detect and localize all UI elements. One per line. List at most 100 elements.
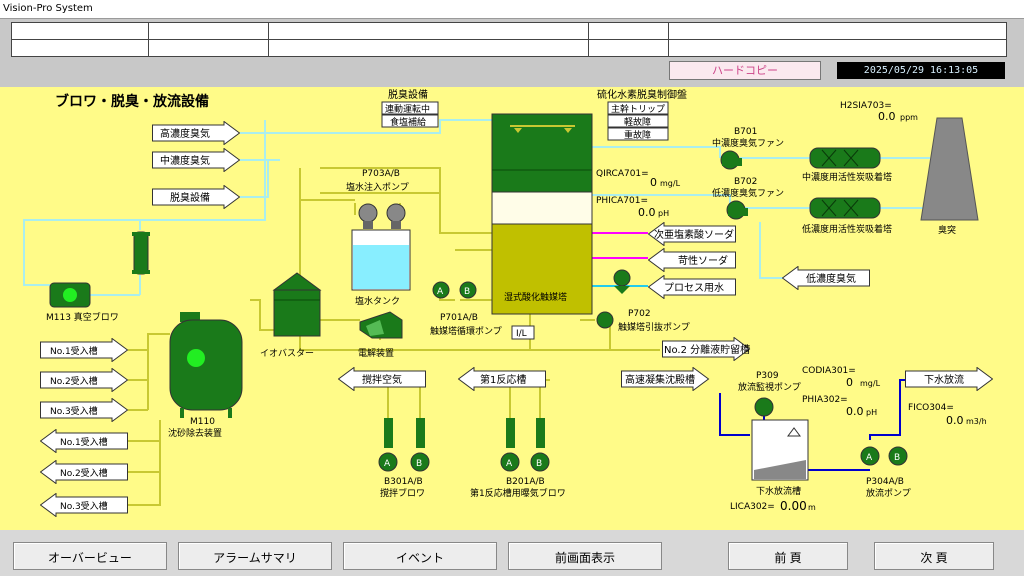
svg-text:B: B — [894, 453, 900, 463]
blower-b301a[interactable]: A — [378, 418, 398, 472]
event-button[interactable]: イベント — [343, 542, 497, 570]
chemical-pipes — [592, 232, 648, 259]
arrow-first-reactor[interactable]: 第1反応槽 — [458, 367, 546, 391]
svg-text:主幹トリップ: 主幹トリップ — [611, 103, 665, 115]
pump-p703a[interactable] — [358, 203, 378, 229]
low-conc-adsorber[interactable] — [809, 197, 881, 219]
arrow-recv-in-1[interactable]: No.1受入槽 — [40, 338, 128, 362]
p304-name: 放流ポンプ — [866, 487, 911, 499]
arrow-high-conc-air[interactable]: 高濃度臭気 — [152, 121, 240, 145]
grit-remover-m110[interactable] — [169, 312, 243, 418]
phia302-value: 0.0 — [846, 405, 864, 418]
arrow-sewer-discharge[interactable]: 下水放流 — [905, 367, 993, 391]
svg-text:B: B — [464, 287, 470, 297]
h2sia703-value: 0.0 — [878, 110, 896, 123]
arrow-process-water[interactable]: プロセス用水 — [648, 275, 736, 299]
svg-text:No.2 分離液貯留槽: No.2 分離液貯留槽 — [664, 343, 750, 356]
m110-tag: M110 — [190, 417, 215, 427]
b702-tag: B702 — [734, 177, 757, 187]
pump-p309[interactable] — [754, 397, 774, 417]
prev-screen-button[interactable]: 前画面表示 — [508, 542, 662, 570]
arrow-recv-out-3[interactable]: No.3受入槽 — [40, 493, 128, 517]
blower-b201a[interactable]: A — [500, 418, 520, 472]
b702-name: 低濃度臭気ファン — [712, 187, 784, 199]
arrow-recv-in-2[interactable]: No.2受入槽 — [40, 368, 128, 392]
prev-page-button[interactable]: 前 頁 — [728, 542, 848, 570]
arrow-high-speed-settle[interactable]: 高速凝集沈殿槽 — [620, 367, 710, 391]
il-interlock-button[interactable]: I/L — [511, 325, 535, 340]
pump-p304a[interactable]: A — [860, 446, 880, 466]
electrolyzer[interactable] — [359, 311, 403, 339]
arrow-no2-tank[interactable]: No.2 分離液貯留槽 — [661, 337, 751, 361]
electrolyzer-label: 電解装置 — [358, 347, 394, 359]
b201-tag: B201A/B — [506, 477, 545, 487]
arrow-recv-in-3[interactable]: No.3受入槽 — [40, 398, 128, 422]
svg-text:No.3受入槽: No.3受入槽 — [50, 405, 98, 417]
wet-oxidation-tower[interactable]: 湿式酸化触媒塔 — [491, 113, 593, 315]
svg-text:次亜塩素酸ソーダ: 次亜塩素酸ソーダ — [654, 228, 734, 241]
arrow-hypochlorite[interactable]: 次亜塩素酸ソーダ — [648, 222, 736, 246]
svg-text:下水放流: 下水放流 — [924, 373, 964, 386]
discharge-tank-label: 下水放流槽 — [756, 485, 801, 497]
brine-tank[interactable] — [351, 229, 411, 291]
p304-tag: P304A/B — [866, 477, 904, 487]
air-duct-lines — [23, 119, 930, 296]
codia301-value: 0 — [846, 376, 853, 389]
fan-b701[interactable] — [720, 150, 742, 170]
screen-title: ブロワ・脱臭・放流設備 — [55, 93, 209, 110]
process-panel: ブロワ・脱臭・放流設備 — [0, 87, 1024, 530]
discharge-tank[interactable] — [751, 419, 809, 481]
h2sia703-tag: H2SIA703= — [840, 101, 892, 111]
arrow-stir-air[interactable]: 撹拌空気 — [338, 367, 426, 391]
blower-b301b[interactable]: B — [410, 418, 430, 472]
arrow-caustic[interactable]: 苛性ソーダ — [648, 248, 736, 272]
vacuum-blower-m113[interactable] — [49, 282, 91, 308]
svg-text:高速凝集沈殿槽: 高速凝集沈殿槽 — [625, 373, 695, 386]
svg-text:A: A — [866, 453, 873, 463]
mid-conc-adsorber[interactable] — [809, 147, 881, 169]
process-water-valve[interactable] — [613, 269, 631, 294]
arrow-mid-conc-air[interactable]: 中濃度臭気 — [152, 148, 240, 172]
b201-name: 第1反応槽用曝気ブロワ — [470, 487, 566, 499]
svg-text:高濃度臭気: 高濃度臭気 — [160, 127, 210, 140]
next-page-button[interactable]: 次 頁 — [874, 542, 994, 570]
overview-button[interactable]: オーバービュー — [13, 542, 167, 570]
window-title: Vision-Pro System — [3, 3, 93, 14]
svg-text:No.2受入槽: No.2受入槽 — [50, 375, 98, 387]
svg-text:No.2受入槽: No.2受入槽 — [60, 467, 108, 479]
pump-p701a[interactable]: A — [432, 281, 450, 299]
svg-text:B: B — [416, 459, 422, 469]
pump-p702[interactable] — [596, 311, 614, 329]
svg-text:苛性ソーダ: 苛性ソーダ — [678, 254, 728, 267]
m110-name: 沈砂除去装置 — [168, 427, 222, 439]
process-pipes — [84, 167, 660, 506]
stack-label: 臭突 — [938, 224, 956, 236]
title-bar: Vision-Pro System — [0, 0, 1024, 19]
phia302-unit: pH — [866, 408, 877, 417]
hardcopy-button[interactable]: ハードコピー — [669, 61, 821, 80]
footer-bar: オーバービュー アラームサマリ イベント 前画面表示 前 頁 次 頁 — [0, 530, 1024, 576]
p701-tag: P701A/B — [440, 313, 478, 323]
p703-name: 塩水注入ポンプ — [346, 181, 409, 193]
p701-name: 触媒塔循環ポンプ — [430, 325, 502, 337]
fan-b702[interactable] — [726, 200, 748, 220]
alarm-summary-button[interactable]: アラームサマリ — [178, 542, 332, 570]
arrow-recv-out-1[interactable]: No.1受入槽 — [40, 429, 128, 453]
p309-name: 放流監視ポンプ — [738, 381, 801, 393]
m113-label: M113 真空ブロワ — [46, 311, 119, 323]
arrow-recv-out-2[interactable]: No.2受入槽 — [40, 460, 128, 484]
svg-text:A: A — [506, 459, 513, 469]
pump-p703b[interactable] — [386, 203, 406, 229]
p702-name: 触媒塔引抜ポンプ — [618, 321, 690, 333]
arrow-deodor-equipment[interactable]: 脱臭設備 — [152, 185, 240, 209]
svg-text:プロセス用水: プロセス用水 — [664, 282, 724, 294]
svg-text:重故障: 重故障 — [624, 129, 651, 141]
blower-b201b[interactable]: B — [530, 418, 550, 472]
pump-p701b[interactable]: B — [459, 281, 477, 299]
iobuster[interactable] — [272, 272, 322, 337]
lica302-tag: LICA302= — [730, 502, 775, 512]
phica701-tag: PHICA701= — [596, 196, 648, 206]
p703-tag: P703A/B — [362, 169, 400, 179]
pump-p304b[interactable]: B — [888, 446, 908, 466]
arrow-low-conc-air[interactable]: 低濃度臭気 — [782, 266, 870, 290]
